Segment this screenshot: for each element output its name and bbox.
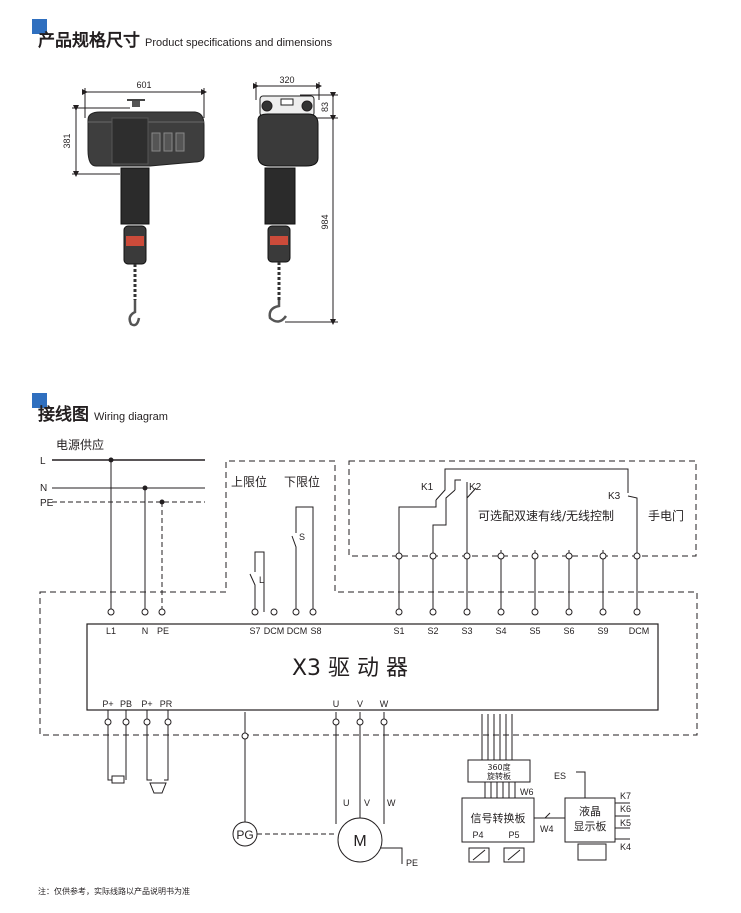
motor-w-label: W (387, 798, 396, 808)
footnote: 注：仅供参考，实际线路以产品说明书为准 (38, 887, 190, 896)
lower-limit-label: 下限位 (284, 474, 320, 489)
terminal-label: S5 (529, 626, 540, 636)
terminal-label: S4 (495, 626, 506, 636)
k7-label: K7 (620, 791, 631, 801)
signal-board-label: 信号转换板 (471, 811, 526, 825)
driver-bottom-terminals: P+ PB P+ PR U V W (102, 699, 388, 709)
lcd-board-line2: 显示板 (574, 819, 607, 833)
terminal-label: W (380, 699, 389, 709)
manual-door-label: 手电门 (648, 508, 684, 523)
terminal-label: PB (120, 699, 132, 709)
driver-top-terminals: L1 N PE S7 DCM DCM S8 S1 S2 S3 S4 S5 S6 … (106, 626, 649, 636)
terminal-label: DCM (264, 626, 285, 636)
motor-pe-label: PE (406, 858, 418, 868)
w6-label: W6 (520, 787, 534, 797)
terminal-label: N (142, 626, 149, 636)
line-n-label: N (40, 483, 47, 494)
k1-label: K1 (421, 482, 434, 493)
motor-label: M (353, 833, 366, 850)
terminal-label: S8 (310, 626, 321, 636)
dim-height-body: 381 (62, 133, 72, 148)
p5-label: P5 (508, 830, 519, 840)
terminal-label: S6 (563, 626, 574, 636)
switch-l-label: L (259, 575, 264, 585)
terminal-label: L1 (106, 626, 116, 636)
rotation-board-line1: 360度 (487, 762, 510, 772)
hoist-front-view (72, 88, 207, 327)
lcd-board-line1: 液晶 (579, 804, 601, 818)
power-supply-label: 电源供应 (56, 437, 104, 452)
line-pe-label: PE (40, 498, 54, 509)
dim-width-side: 320 (279, 75, 294, 85)
driver-top-terminal-marks (104, 552, 641, 740)
k4-label: K4 (620, 842, 631, 852)
switch-s-label: S (299, 532, 305, 542)
title-marker-icon (32, 19, 47, 34)
spec-title-en: Product specifications and dimensions (145, 37, 333, 49)
terminal-label: S1 (393, 626, 404, 636)
terminal-label: S2 (427, 626, 438, 636)
es-label: ES (554, 771, 566, 781)
terminal-label: P+ (141, 699, 152, 709)
wiring-section-title: 接线图 Wiring diagram (32, 393, 168, 425)
wiring-title-zh: 接线图 (38, 405, 89, 425)
terminal-label: U (333, 699, 340, 709)
terminal-label: S7 (249, 626, 260, 636)
terminal-label: V (357, 699, 363, 709)
k5-label: K5 (620, 818, 631, 828)
motor-u-label: U (343, 798, 350, 808)
spec-section-title: 产品规格尺寸 Product specifications and dimens… (32, 19, 333, 51)
k2-label: K2 (469, 482, 482, 493)
terminal-label: DCM (287, 626, 308, 636)
k3-label: K3 (608, 491, 621, 502)
p4-label: P4 (472, 830, 483, 840)
terminal-label: DCM (629, 626, 650, 636)
title-marker-icon (32, 393, 47, 408)
terminal-label: PR (160, 699, 173, 709)
wiring-title-en: Wiring diagram (94, 411, 168, 423)
optional-control-label: 可选配双速有线/无线控制 (478, 509, 614, 523)
wiring-diagram (39, 457, 698, 864)
terminal-label: S3 (461, 626, 472, 636)
dim-width-front: 601 (136, 80, 151, 90)
rotation-board-line2: 旋转板 (487, 771, 511, 781)
terminal-label: PE (157, 626, 169, 636)
pg-label: PG (236, 828, 253, 842)
terminal-label: P+ (102, 699, 113, 709)
driver-title: X3 驱 动 器 (292, 656, 408, 681)
hoist-side-view (253, 82, 338, 325)
upper-limit-label: 上限位 (231, 474, 267, 489)
dim-total-height: 984 (320, 214, 330, 229)
motor-v-label: V (364, 798, 370, 808)
k6-label: K6 (620, 804, 631, 814)
terminal-label: S9 (597, 626, 608, 636)
dim-top-height: 83 (320, 102, 330, 112)
w4-label: W4 (540, 824, 554, 834)
spec-title-zh: 产品规格尺寸 (38, 31, 140, 51)
line-l-label: L (40, 456, 46, 467)
